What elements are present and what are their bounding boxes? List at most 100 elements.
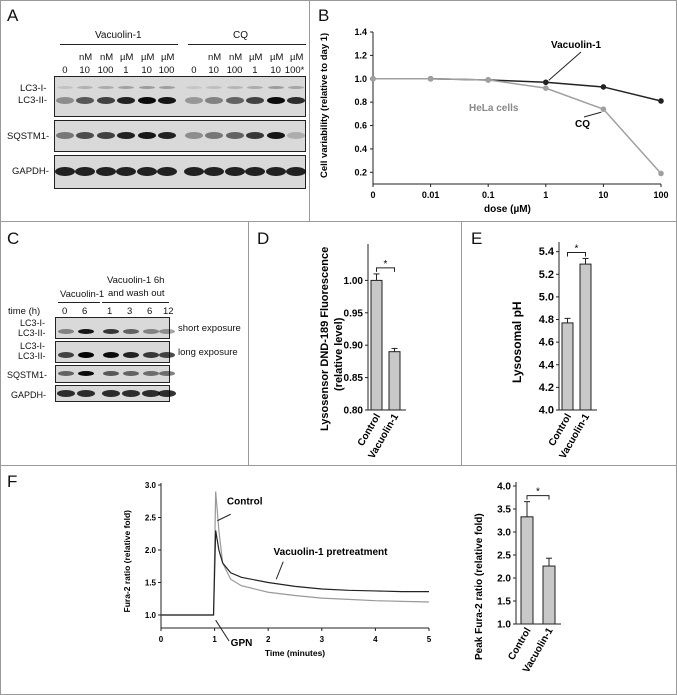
band-c-short [159, 329, 175, 334]
lane-value: 10 [141, 65, 152, 76]
data-point [543, 79, 549, 86]
y-tick-label: 3.0 [497, 528, 511, 539]
band-sqstm1 [138, 132, 156, 139]
row-label-c-gapdh: GAPDH- [11, 390, 47, 400]
group2-label-2: and wash out [108, 288, 165, 299]
group-label-vacuolin: Vacuolin-1 [95, 30, 142, 41]
time-label: time (h) [8, 306, 41, 317]
bar [542, 565, 556, 625]
band-c-short [103, 329, 119, 334]
band-c-short [123, 329, 139, 334]
y-axis-label: (relative level) [333, 317, 345, 391]
band-lc3-ii [185, 97, 203, 104]
band-sqstm1 [117, 132, 135, 139]
band-gapdh [137, 167, 157, 176]
significance-bracket [526, 495, 550, 500]
chart-f-bar: 1.01.52.02.53.03.54.0ControlVacuolin-1*P… [474, 482, 561, 675]
series-line [373, 78, 662, 174]
lane-value: 10 [270, 65, 281, 76]
band-c-gapdh [158, 390, 176, 397]
series-line [373, 78, 662, 102]
band-lc3-ii [138, 97, 156, 104]
exposure-short: short exposure [178, 323, 241, 334]
chart-d: 0.800.850.900.951.00ControlVacuolin-1*Ly… [319, 244, 406, 461]
leader-line [548, 51, 582, 81]
band-lc3-i [98, 86, 114, 89]
band-c-long [143, 352, 159, 358]
y-tick-label: 3.0 [145, 481, 157, 490]
y-tick-label: 4.4 [539, 359, 555, 371]
panel-label: D [257, 229, 270, 248]
bar [370, 279, 383, 411]
group-bar-vacuolin [60, 44, 178, 45]
row-label-c-lc3-i-long: LC3-I- [20, 341, 46, 351]
leader-line [217, 513, 231, 522]
band-sqstm1 [97, 132, 115, 139]
data-point [600, 84, 607, 90]
band-sqstm1 [267, 132, 285, 139]
band-lc3-ii [97, 97, 115, 104]
data-point [658, 98, 664, 104]
time-value: 3 [127, 306, 133, 317]
leader-line [215, 619, 230, 642]
y-tick-label: 4.8 [539, 314, 554, 326]
y-tick-label: 1.5 [145, 579, 157, 588]
band-lc3-i [77, 86, 93, 89]
band-c-gapdh [142, 390, 160, 397]
significance-mark: * [384, 259, 388, 270]
group1-label: Vacuolin-1 [60, 289, 105, 300]
y-tick-label: 2.0 [145, 546, 157, 555]
x-tick-label: 3 [320, 635, 325, 644]
band-lc3-i [118, 86, 134, 89]
group1-bar [58, 302, 100, 303]
band-c-gapdh [102, 390, 120, 397]
band-c-gapdh [57, 390, 75, 397]
y-tick-label: 4.0 [539, 405, 554, 417]
y-axis-label: Lysosomal pH [510, 301, 524, 383]
band-c-sqstm1 [159, 371, 175, 376]
significance-mark: * [575, 243, 579, 254]
band-c-short [143, 329, 159, 334]
row-label-c-sqstm1: SQSTM1- [7, 370, 48, 380]
time-value: 1 [107, 306, 113, 317]
band-c-short [58, 329, 74, 334]
y-tick-label: 3.5 [497, 505, 511, 516]
band-c-long [58, 352, 74, 358]
band-gapdh [266, 167, 286, 176]
row-label-gapdh: GAPDH- [12, 166, 49, 177]
unit-label: nM [229, 52, 243, 63]
panel-label: C [7, 229, 20, 248]
y-tick-label: 2.5 [145, 514, 157, 523]
band-lc3-ii [246, 97, 264, 104]
band-lc3-ii [226, 97, 244, 104]
y-tick-label: 1.2 [354, 50, 367, 60]
y-tick-label: 1.0 [354, 74, 367, 84]
trace-line [161, 491, 430, 616]
panel-label: B [318, 6, 330, 25]
chart-b-ylabel: Cell variability (relative to day 1) [319, 33, 330, 178]
x-tick-label: 5 [427, 635, 432, 644]
y-tick-label: 0.80 [344, 406, 364, 417]
band-sqstm1 [205, 132, 223, 139]
data-point [658, 170, 664, 177]
band-lc3-ii [158, 97, 176, 104]
blot-c-short [55, 317, 170, 339]
unit-label: µM [120, 52, 134, 63]
unit-label: µM [270, 52, 284, 63]
y-tick-label: 1.00 [344, 276, 364, 287]
time-value: 0 [62, 306, 68, 317]
lane-value: 100 [158, 65, 175, 76]
time-value: 6 [147, 306, 153, 317]
lane-value: 10 [79, 65, 90, 76]
y-tick-label: 5.4 [539, 246, 555, 258]
x-tick-label: 0.1 [482, 190, 495, 200]
band-lc3-i [268, 86, 284, 89]
significance-mark: * [536, 487, 540, 498]
y-tick-label: 1.0 [145, 611, 157, 620]
band-lc3-i [227, 86, 243, 89]
unit-label: µM [141, 52, 155, 63]
y-tick-label: 4.2 [539, 382, 554, 394]
band-c-gapdh [77, 390, 95, 397]
y-tick-label: 1.5 [497, 597, 511, 608]
x-tick-label: 0 [159, 635, 164, 644]
